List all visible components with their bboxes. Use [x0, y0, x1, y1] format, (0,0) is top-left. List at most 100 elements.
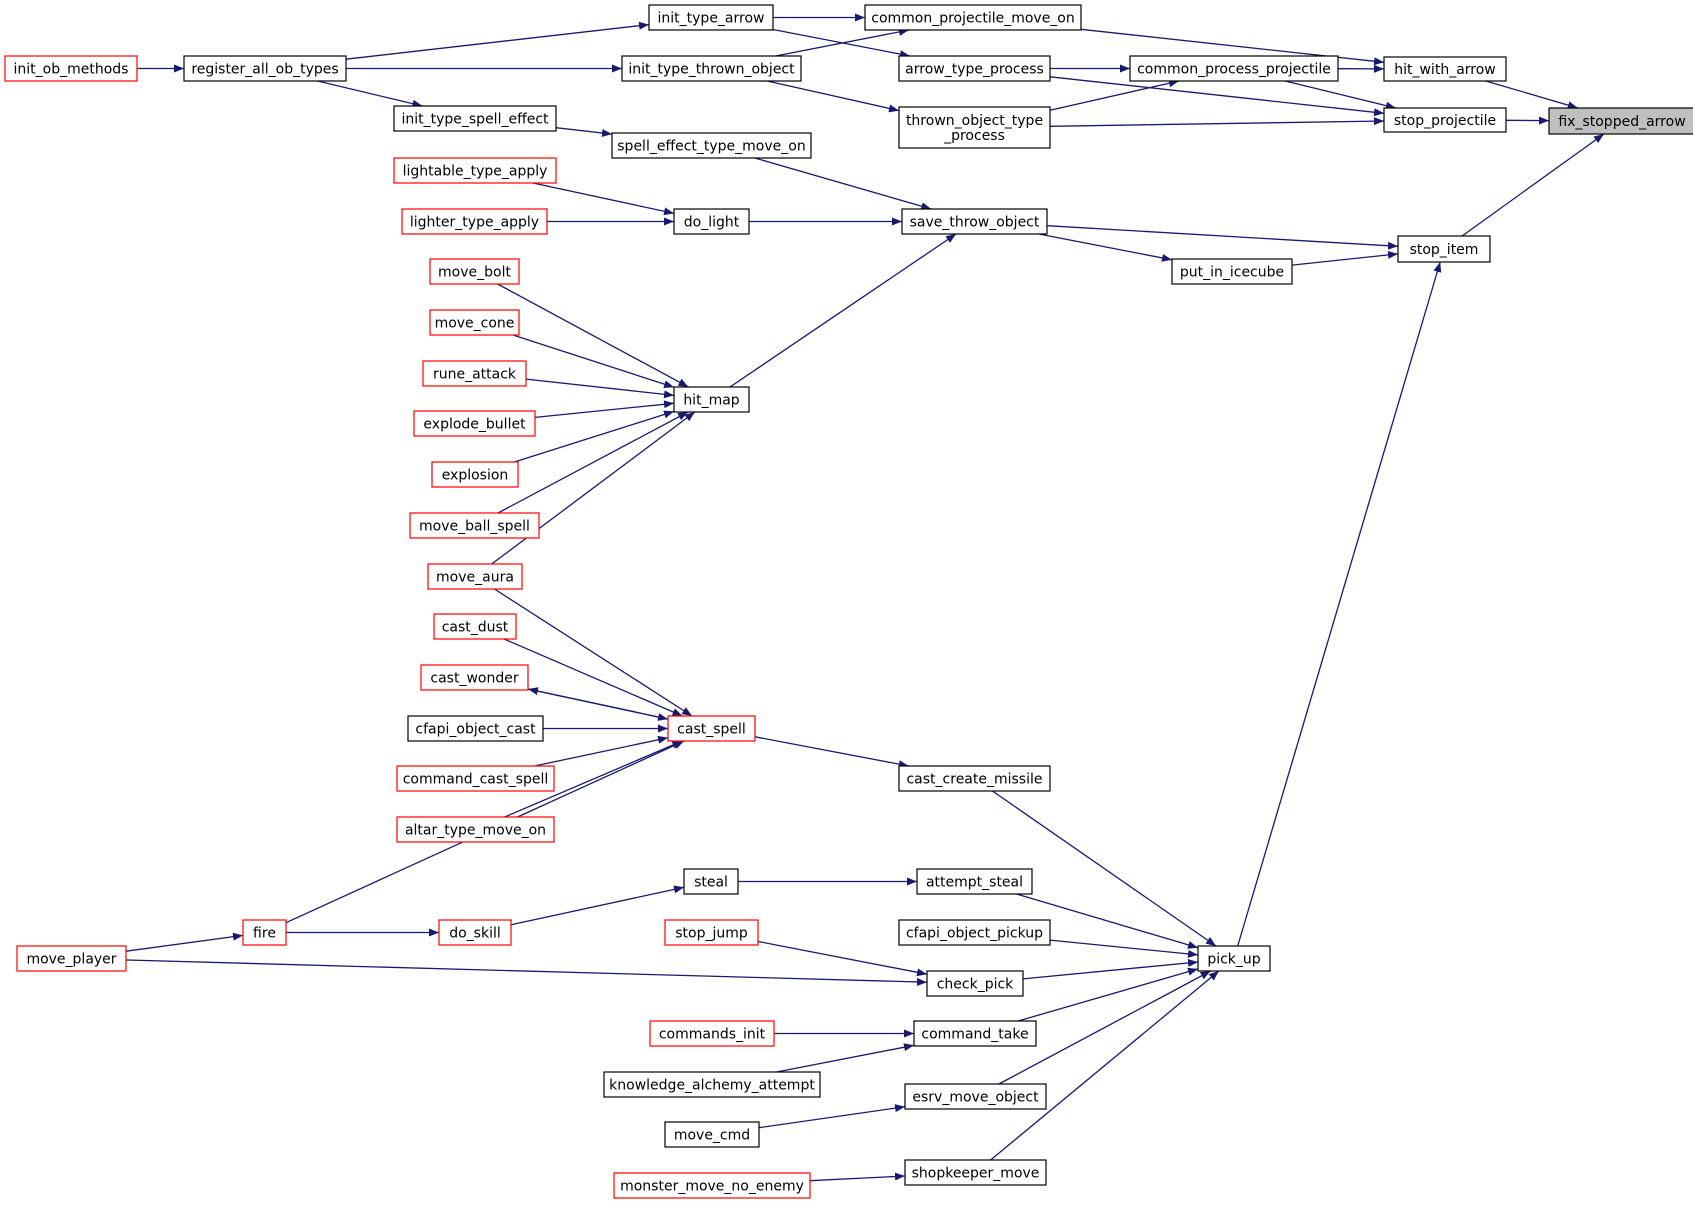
- node-stop_projectile[interactable]: stop_projectile: [1384, 108, 1506, 132]
- node-label-attempt_steal: attempt_steal: [926, 875, 1023, 891]
- node-label-lightable_type_apply: lightable_type_apply: [403, 164, 548, 180]
- node-move_aura[interactable]: move_aura: [428, 564, 522, 589]
- node-label-fire: fire: [253, 926, 276, 942]
- edge-init_type_spell_effect-to-spell_effect_type_move_on: [556, 128, 612, 134]
- node-label-stop_projectile: stop_projectile: [1394, 113, 1496, 129]
- node-cfapi_object_pickup[interactable]: cfapi_object_pickup: [899, 920, 1050, 945]
- edges-layer: [126, 18, 1604, 1181]
- node-init_type_thrown_object[interactable]: init_type_thrown_object: [622, 56, 801, 81]
- node-hit_map[interactable]: hit_map: [674, 387, 749, 412]
- node-knowledge_alchemy_attempt[interactable]: knowledge_alchemy_attempt: [604, 1072, 820, 1097]
- edge-move_aura-to-cast_spell: [494, 589, 692, 716]
- node-common_projectile_move_on[interactable]: common_projectile_move_on: [865, 5, 1081, 30]
- node-init_type_spell_effect[interactable]: init_type_spell_effect: [394, 106, 556, 131]
- edge-move_cone-to-hit_map: [513, 335, 674, 387]
- edge-register_all_ob_types-to-init_type_arrow: [346, 25, 649, 60]
- node-label-cast_wonder: cast_wonder: [430, 671, 518, 687]
- node-label-common_projectile_move_on: common_projectile_move_on: [871, 11, 1075, 27]
- node-label-stop_jump: stop_jump: [675, 926, 748, 942]
- node-check_pick[interactable]: check_pick: [927, 971, 1023, 996]
- node-cfapi_object_cast[interactable]: cfapi_object_cast: [408, 716, 543, 741]
- edge-cast_spell-to-cast_create_missile: [755, 737, 909, 766]
- node-init_type_arrow[interactable]: init_type_arrow: [649, 5, 773, 30]
- node-altar_type_move_on[interactable]: altar_type_move_on: [397, 817, 554, 842]
- node-command_take[interactable]: command_take: [914, 1021, 1036, 1046]
- node-label-cfapi_object_pickup: cfapi_object_pickup: [906, 926, 1043, 942]
- node-move_player[interactable]: move_player: [17, 946, 126, 971]
- node-do_light[interactable]: do_light: [674, 209, 749, 234]
- node-label-cast_spell: cast_spell: [677, 722, 746, 738]
- node-attempt_steal[interactable]: attempt_steal: [917, 869, 1032, 894]
- node-label-command_take: command_take: [921, 1027, 1028, 1043]
- edge-monster_move_no_enemy-to-shopkeeper_move: [810, 1176, 905, 1181]
- node-cast_spell[interactable]: cast_spell: [668, 716, 755, 741]
- node-label-spell_effect_type_move_on: spell_effect_type_move_on: [617, 139, 805, 155]
- node-hit_with_arrow[interactable]: hit_with_arrow: [1384, 57, 1506, 81]
- node-arrow_type_process[interactable]: arrow_type_process: [899, 56, 1050, 81]
- edge-thrown_object_type_process-to-stop_projectile: [1050, 121, 1384, 126]
- node-label-explode_bullet: explode_bullet: [423, 417, 526, 433]
- node-shopkeeper_move[interactable]: shopkeeper_move: [905, 1160, 1046, 1185]
- node-stop_item[interactable]: stop_item: [1398, 236, 1490, 262]
- node-lighter_type_apply[interactable]: lighter_type_apply: [402, 209, 547, 234]
- edge-register_all_ob_types-to-init_type_spell_effect: [318, 81, 423, 106]
- node-steal[interactable]: steal: [684, 869, 738, 894]
- node-put_in_icecube[interactable]: put_in_icecube: [1172, 259, 1292, 284]
- node-register_all_ob_types[interactable]: register_all_ob_types: [184, 56, 346, 81]
- edge-cast_spell-to-cast_wonder: [528, 689, 668, 719]
- edge-spell_effect_type_move_on-to-save_throw_object: [755, 158, 931, 209]
- node-thrown_object_type_process[interactable]: thrown_object_type_process: [899, 107, 1050, 148]
- node-lightable_type_apply[interactable]: lightable_type_apply: [394, 158, 556, 183]
- node-fix_stopped_arrow[interactable]: fix_stopped_arrow: [1549, 108, 1693, 134]
- node-command_cast_spell[interactable]: command_cast_spell: [397, 766, 554, 791]
- node-label-thrown_object_type_process-line-0: thrown_object_type: [906, 113, 1043, 129]
- node-commands_init[interactable]: commands_init: [650, 1021, 774, 1046]
- node-init_ob_methods[interactable]: init_ob_methods: [5, 56, 137, 81]
- node-label-move_player: move_player: [26, 952, 116, 968]
- node-label-steal: steal: [694, 875, 728, 891]
- node-label-hit_with_arrow: hit_with_arrow: [1394, 62, 1496, 78]
- node-do_skill[interactable]: do_skill: [439, 920, 511, 945]
- node-save_throw_object[interactable]: save_throw_object: [902, 209, 1047, 234]
- node-label-common_process_projectile: common_process_projectile: [1137, 62, 1331, 78]
- edge-save_throw_object-to-put_in_icecube: [1039, 234, 1172, 260]
- node-label-pick_up: pick_up: [1207, 952, 1260, 968]
- node-spell_effect_type_move_on[interactable]: spell_effect_type_move_on: [612, 133, 811, 158]
- node-cast_dust[interactable]: cast_dust: [434, 614, 516, 639]
- node-stop_jump[interactable]: stop_jump: [665, 920, 758, 945]
- node-common_process_projectile[interactable]: common_process_projectile: [1130, 56, 1338, 81]
- node-label-altar_type_move_on: altar_type_move_on: [405, 823, 546, 839]
- node-esrv_move_object[interactable]: esrv_move_object: [905, 1084, 1046, 1109]
- node-move_bolt[interactable]: move_bolt: [430, 259, 519, 284]
- node-cast_wonder[interactable]: cast_wonder: [421, 665, 528, 690]
- node-label-move_aura: move_aura: [436, 570, 514, 586]
- edge-do_skill-to-steal: [511, 887, 684, 924]
- edge-hit_map-to-save_throw_object: [730, 234, 956, 387]
- edge-shopkeeper_move-to-pick_up: [991, 971, 1219, 1160]
- edge-arrow_type_process-to-stop_projectile: [1050, 77, 1384, 114]
- edge-init_type_thrown_object-to-thrown_object_type_process: [767, 81, 899, 111]
- node-monster_move_no_enemy[interactable]: monster_move_no_enemy: [614, 1173, 810, 1198]
- node-label-cfapi_object_cast: cfapi_object_cast: [415, 722, 536, 738]
- node-label-init_type_thrown_object: init_type_thrown_object: [628, 62, 795, 78]
- node-label-save_throw_object: save_throw_object: [910, 215, 1040, 231]
- node-cast_create_missile[interactable]: cast_create_missile: [899, 766, 1050, 791]
- node-label-esrv_move_object: esrv_move_object: [912, 1090, 1039, 1106]
- node-pick_up[interactable]: pick_up: [1198, 946, 1270, 971]
- node-explode_bullet[interactable]: explode_bullet: [414, 411, 535, 436]
- node-label-explosion: explosion: [442, 468, 509, 484]
- node-label-cast_create_missile: cast_create_missile: [906, 772, 1042, 788]
- node-move_cone[interactable]: move_cone: [430, 310, 519, 335]
- node-label-lighter_type_apply: lighter_type_apply: [410, 215, 539, 231]
- node-fire[interactable]: fire: [243, 920, 286, 945]
- node-rune_attack[interactable]: rune_attack: [423, 361, 526, 386]
- node-explosion[interactable]: explosion: [432, 462, 518, 487]
- edge-put_in_icecube-to-stop_item: [1292, 254, 1398, 265]
- node-label-thrown_object_type_process-line-1: _process: [943, 128, 1005, 144]
- node-move_cmd[interactable]: move_cmd: [665, 1122, 759, 1147]
- edge-stop_jump-to-check_pick: [758, 942, 927, 975]
- node-label-monster_move_no_enemy: monster_move_no_enemy: [620, 1179, 804, 1195]
- node-move_ball_spell[interactable]: move_ball_spell: [410, 513, 539, 538]
- edge-move_player-to-check_pick: [126, 960, 927, 982]
